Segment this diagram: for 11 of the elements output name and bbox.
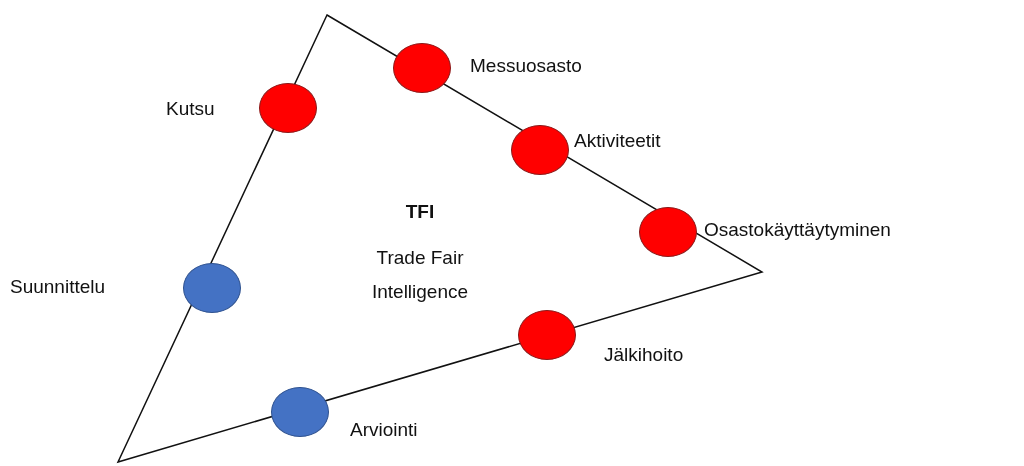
body-text: Trade Fair Intelligence (370, 246, 470, 304)
circle-marker (393, 43, 451, 93)
stage-label: Arviointi (350, 419, 418, 441)
stage-label: Aktiviteetit (574, 130, 661, 152)
stage-label: Messuosasto (470, 55, 582, 77)
circle-marker (271, 387, 329, 437)
stage-label: Suunnittelu (10, 276, 106, 298)
stage-label: Osastokäyttäytyminen (704, 219, 891, 241)
heading-text: TFI (404, 201, 436, 223)
stage-label: Jälkihoito (604, 344, 684, 366)
stage-label: Kutsu (166, 98, 215, 120)
